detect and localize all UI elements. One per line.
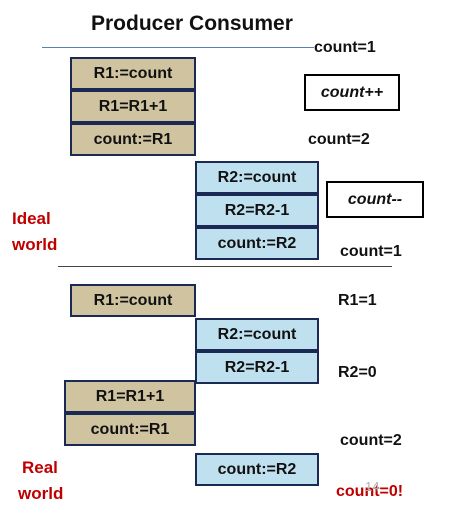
real-note-r1: R1=1	[338, 292, 377, 309]
world-divider	[58, 266, 392, 267]
real-producer-increment: R1=R1+1	[64, 380, 196, 413]
ideal-world-label-line1: Ideal	[12, 209, 51, 228]
ideal-producer-write: count:=R1	[70, 123, 196, 156]
page-title: Producer Consumer	[91, 12, 293, 35]
real-consumer-decrement: R2=R2-1	[195, 351, 319, 384]
ideal-world-label-line2: world	[12, 235, 58, 254]
op-decrement-box: count--	[326, 181, 424, 218]
page-number: 14	[365, 479, 380, 494]
ideal-world-label: Ideal world	[12, 206, 57, 258]
ideal-consumer-write: count:=R2	[195, 227, 319, 260]
real-consumer-read: R2:=count	[195, 318, 319, 351]
ideal-producer-read: R1:=count	[70, 57, 196, 90]
ideal-consumer-decrement: R2=R2-1	[195, 194, 319, 227]
real-note-r2: R2=0	[338, 364, 377, 381]
real-producer-write: count:=R1	[64, 413, 196, 446]
ideal-note-count-start: count=1	[314, 39, 376, 56]
ideal-note-count-after-dec: count=1	[340, 243, 402, 260]
real-note-count: count=2	[340, 432, 402, 449]
real-result: count=0!	[336, 483, 404, 500]
ideal-consumer-read: R2:=count	[195, 161, 319, 194]
top-divider	[42, 47, 314, 48]
real-producer-read: R1:=count	[70, 284, 196, 317]
real-world-label-line2: world	[18, 484, 64, 503]
real-consumer-write: count:=R2	[195, 453, 319, 486]
ideal-producer-increment: R1=R1+1	[70, 90, 196, 123]
ideal-note-count-after-inc: count=2	[308, 131, 370, 148]
op-increment-box: count++	[304, 74, 400, 111]
real-world-label-line1: Real	[22, 458, 58, 477]
real-world-label: Real world	[18, 455, 63, 507]
